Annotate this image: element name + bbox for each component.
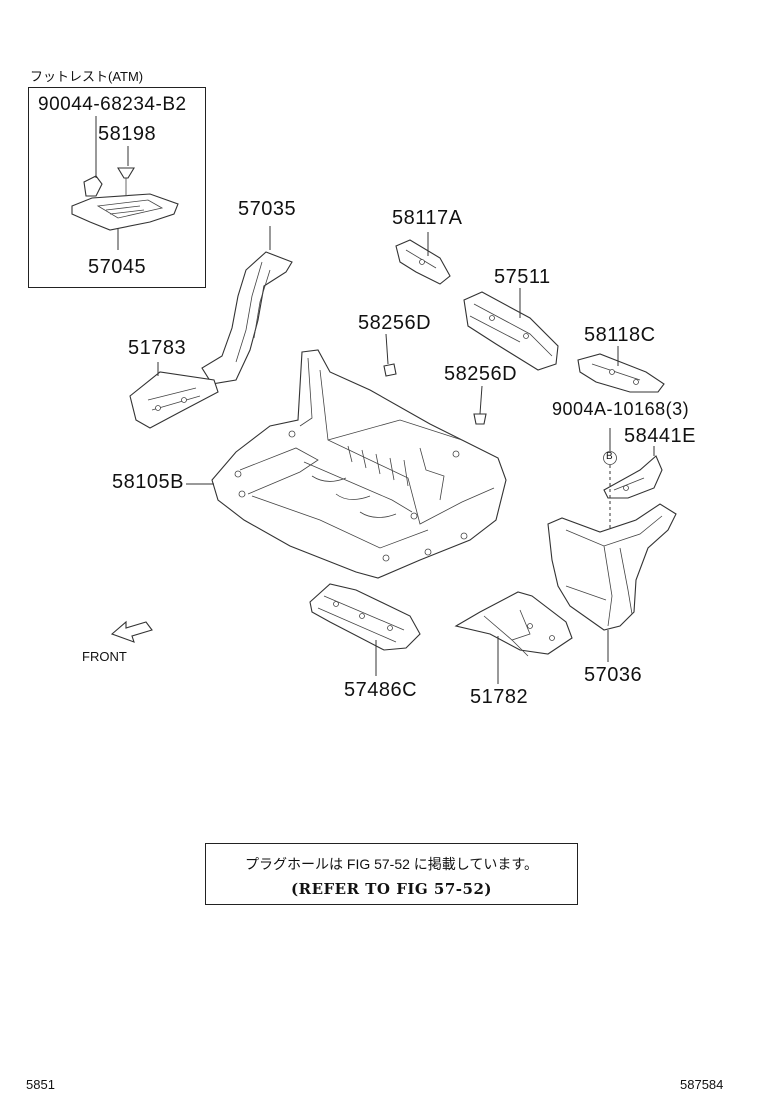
part-51783-drawing — [129, 362, 219, 429]
part-number-90044-68234-B2: 90044-68234-B2 — [38, 94, 187, 115]
part-58105B-drawing — [186, 349, 507, 579]
part-58117A-drawing — [395, 232, 451, 285]
inset-title: フットレスト(ATM) — [30, 69, 144, 84]
part-51782-drawing — [454, 591, 573, 684]
part-57486C-drawing — [309, 583, 421, 676]
part-58118C-drawing — [577, 346, 665, 393]
part-number-51782: 51782 — [470, 686, 529, 708]
part-number-57035: 57035 — [238, 198, 297, 220]
part-number-58256D-upper: 58256D — [358, 312, 432, 334]
part-number-58256D-lower: 58256D — [444, 363, 518, 385]
front-direction-arrow-icon — [110, 620, 153, 643]
note-english: (REFER TO FIG 57-52) — [291, 880, 492, 898]
callout-b-letter: B — [606, 451, 614, 462]
part-number-58441E: 58441E — [624, 425, 696, 447]
part-number-58118C: 58118C — [584, 324, 656, 346]
footer-right-code: 587584 — [680, 1077, 724, 1092]
part-number-58117A: 58117A — [392, 207, 463, 229]
part-57035-drawing — [201, 226, 293, 385]
footrest-inset-box — [28, 87, 206, 288]
part-number-58105B: 58105B — [112, 471, 184, 493]
note-japanese: プラグホールは FIG 57-52 に掲載しています。 — [245, 856, 538, 872]
part-number-9004A-10168: 9004A-10168(3) — [552, 399, 690, 419]
part-58441E-drawing — [603, 428, 663, 540]
inset-leaders — [95, 116, 129, 250]
part-57511-drawing — [463, 288, 559, 371]
part-number-57045: 57045 — [88, 256, 147, 278]
reference-note-box: プラグホールは FIG 57-52 に掲載しています。 (REFER TO FI… — [205, 843, 578, 905]
part-number-58198: 58198 — [98, 123, 157, 145]
front-label: FRONT — [82, 649, 127, 664]
footrest-assembly-drawing — [71, 167, 179, 231]
part-number-57486C: 57486C — [344, 679, 418, 701]
part-57036-drawing — [547, 503, 677, 662]
part-number-51783: 51783 — [128, 337, 187, 359]
footer-left-code: 5851 — [26, 1077, 55, 1092]
part-number-57036: 57036 — [584, 664, 643, 686]
clip-58256D-drawings — [383, 333, 487, 425]
part-number-57511: 57511 — [494, 266, 551, 288]
